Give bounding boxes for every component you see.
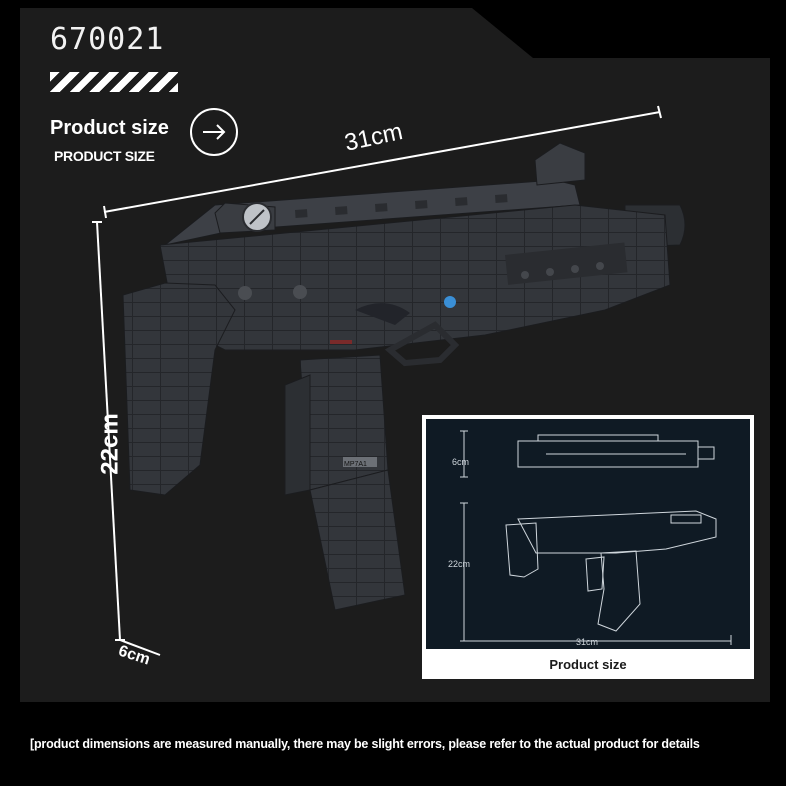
blueprint-drawing <box>460 430 732 645</box>
product-size-inset: 6cm 22cm 31cm Product size <box>422 415 754 679</box>
product-code: 670021 <box>50 22 165 57</box>
inset-height-label: 22cm <box>448 559 471 569</box>
inset-depth-label: 6cm <box>452 457 470 467</box>
product-gun-image: MP7A1 <box>122 142 686 611</box>
disclaimer-text: [product dimensions are measured manuall… <box>30 737 700 751</box>
magazine-label-plate <box>343 457 377 467</box>
inset-caption: Product size <box>549 657 627 672</box>
product-size-title: Product size <box>50 117 169 139</box>
magazine-label: MP7A1 <box>344 461 367 468</box>
inset-blueprint: 6cm 22cm 31cm <box>426 419 750 649</box>
hazard-stripes <box>50 72 178 92</box>
inset-width-label: 31cm <box>576 637 599 647</box>
product-size-subtitle: PRODUCT SIZE <box>54 148 155 164</box>
arrow-right-icon[interactable] <box>190 108 238 156</box>
